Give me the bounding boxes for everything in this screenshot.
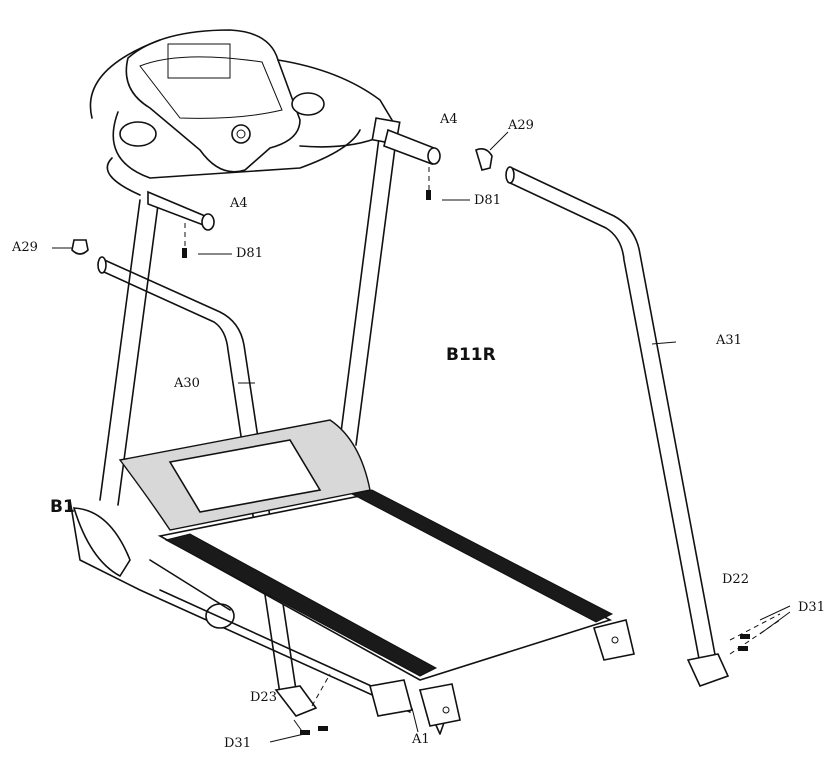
label-a29-left: A29: [12, 240, 38, 255]
d81-screws: [182, 167, 470, 258]
a4-right-tube: [383, 128, 441, 166]
console: [89, 29, 393, 196]
label-a31: A31: [716, 333, 742, 348]
d31-bolts: [269, 605, 791, 743]
treadmill-deck: [69, 419, 635, 735]
label-a1: A1: [412, 732, 430, 747]
label-d81-left: D81: [236, 246, 263, 261]
label-d31-left: D31: [224, 736, 251, 751]
label-a30: A30: [174, 376, 200, 391]
label-a29-right: A29: [508, 118, 534, 133]
upright-posts: [99, 117, 401, 506]
label-b11r: B11R: [446, 345, 496, 365]
label-d81-right: D81: [474, 193, 501, 208]
a29-caps: [52, 131, 509, 255]
a30-handrail: [97, 256, 318, 717]
label-d22: D22: [722, 572, 749, 587]
label-d31-right: D31: [798, 600, 825, 615]
a31-handrail: [505, 166, 730, 687]
label-d23: D23: [250, 690, 277, 705]
label-b1: B1: [50, 497, 75, 517]
label-a4-left: A4: [230, 196, 248, 211]
label-a4-right: A4: [440, 112, 458, 127]
a4-left-tube: [147, 190, 215, 231]
